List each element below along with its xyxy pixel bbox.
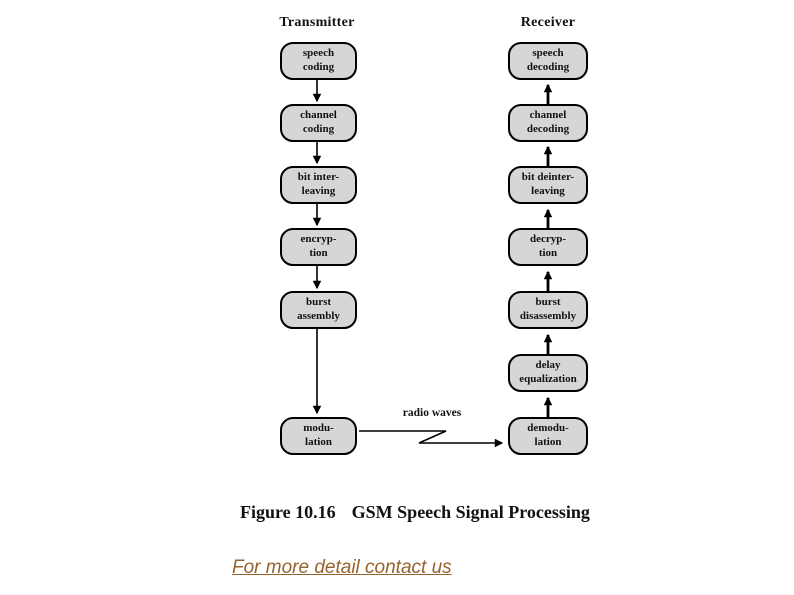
transmitter-header: Transmitter bbox=[279, 15, 355, 30]
node-bit-interleaving: bit inter- leaving bbox=[280, 166, 357, 204]
receiver-header: Receiver bbox=[520, 15, 576, 30]
node-modulation: modu- lation bbox=[280, 417, 357, 455]
radio-link-arrow bbox=[359, 430, 504, 448]
node-speech-coding: speech coding bbox=[280, 42, 357, 80]
figure-number: Figure 10.16 bbox=[240, 502, 336, 522]
node-bit-deinterleaving: bit deinter- leaving bbox=[508, 166, 588, 204]
contact-us-link[interactable]: For more detail contact us bbox=[232, 557, 452, 578]
node-demodulation: demodu- lation bbox=[508, 417, 588, 455]
figure-caption: Figure 10.16 GSM Speech Signal Processing bbox=[240, 502, 590, 523]
radio-waves-label: radio waves bbox=[402, 407, 462, 419]
node-burst-assembly: burst assembly bbox=[280, 291, 357, 329]
figure-title: GSM Speech Signal Processing bbox=[351, 502, 590, 522]
node-burst-disassembly: burst disassembly bbox=[508, 291, 588, 329]
node-encryption: encryp- tion bbox=[280, 228, 357, 266]
node-channel-coding: channel coding bbox=[280, 104, 357, 142]
node-decryption: decryp- tion bbox=[508, 228, 588, 266]
node-channel-decoding: channel decoding bbox=[508, 104, 588, 142]
node-delay-equalization: delay equalization bbox=[508, 354, 588, 392]
node-speech-decoding: speech decoding bbox=[508, 42, 588, 80]
